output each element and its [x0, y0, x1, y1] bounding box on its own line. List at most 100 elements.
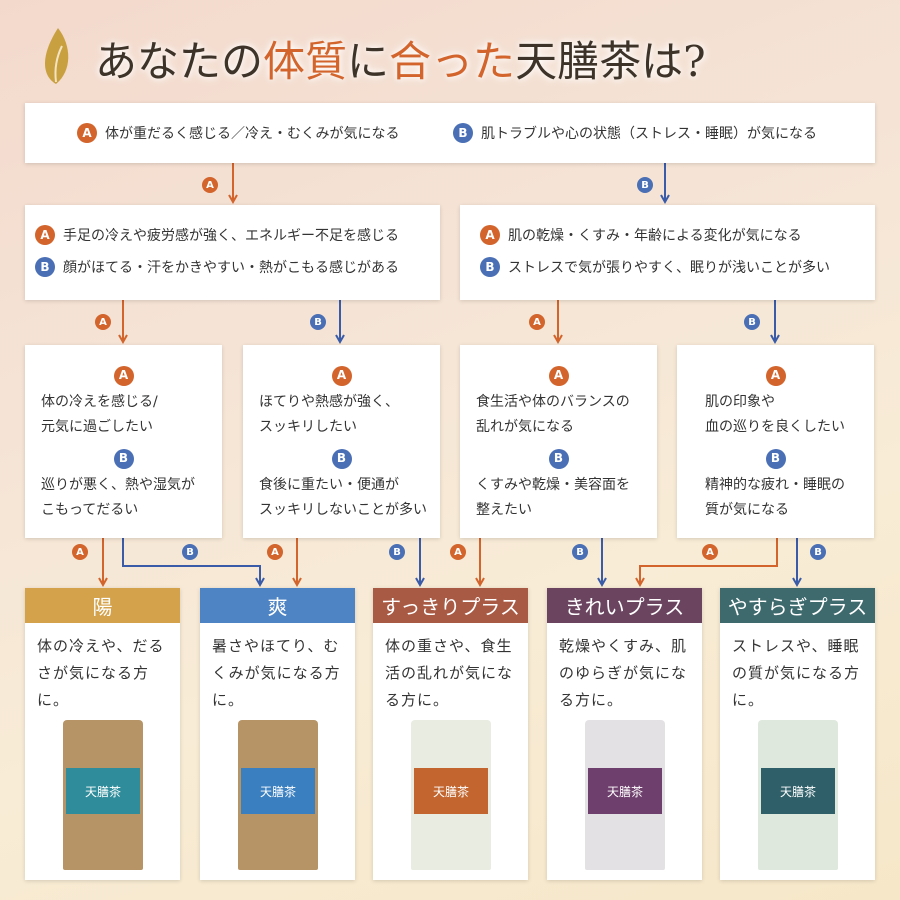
badge-b: B	[35, 257, 55, 277]
option-b[interactable]: B ストレスで気が張りやすく、眠りが浅いことが多い	[480, 257, 875, 277]
page-title: あなたの体質に合った天膳茶は?	[95, 37, 706, 86]
option-text: くすみや乾燥・美容面を	[476, 477, 630, 493]
option-text: ほてりや熱感が強く、	[259, 394, 399, 410]
option-b[interactable]: 精神的な疲れ・睡眠の質が気になる	[687, 473, 864, 523]
arrow-a	[475, 538, 485, 588]
result-description: 乾燥やくすみ、肌のゆらぎが気になる方に。	[559, 637, 688, 709]
option-text: 精神的な疲れ・睡眠の	[705, 477, 845, 493]
arrow-a	[292, 538, 302, 588]
badge-b: B	[480, 257, 500, 277]
question-3-2: A ほてりや熱感が強く、スッキリしたい B 食後に重たい・便通がスッキリしないこ…	[243, 345, 440, 538]
arrow-label-b: B	[389, 544, 405, 560]
option-text: 元気に過ごしたい	[41, 419, 153, 435]
arrow-b	[415, 538, 425, 588]
option-a[interactable]: 体の冷えを感じる/元気に過ごしたい	[35, 390, 212, 440]
arrow-label-a: A	[702, 544, 718, 560]
question-3-3: A 食生活や体のバランスの乱れが気になる B くすみや乾燥・美容面を整えたい	[460, 345, 657, 538]
arrow-b	[122, 538, 265, 588]
result-title: すっきりプラス	[373, 588, 528, 623]
result-title: 陽	[25, 588, 180, 623]
result-card-sukkiri-plus[interactable]: すっきりプラス 体の重さや、食生活の乱れが気になる方に。 天膳茶	[373, 588, 528, 880]
arrow-label-a: A	[72, 544, 88, 560]
option-text: 質が気になる	[705, 502, 789, 518]
arrow-label-a: A	[529, 314, 545, 330]
question-2-right: A 肌の乾燥・くすみ・年齢による変化が気になる B ストレスで気が張りやすく、眠りが…	[460, 205, 875, 300]
result-card-you[interactable]: 陽 体の冷えや、だるさが気になる方に。 天膳茶	[25, 588, 180, 880]
badge-b: B	[113, 448, 134, 469]
badge-b: B	[453, 123, 473, 143]
option-text: こもってだるい	[41, 502, 139, 518]
arrow-a	[635, 538, 778, 588]
badge-b: B	[331, 448, 352, 469]
arrow-label-a: A	[450, 544, 466, 560]
question-3-1: A 体の冷えを感じる/元気に過ごしたい B 巡りが悪く、熱や湿気がこもってだるい	[25, 345, 222, 538]
option-text: 血の巡りを良くしたい	[705, 419, 845, 435]
arrow-b	[335, 300, 345, 345]
option-text: 肌の印象や	[705, 394, 775, 410]
option-a[interactable]: A 肌の乾燥・くすみ・年齢による変化が気になる	[480, 225, 875, 245]
arrow-label-b: B	[572, 544, 588, 560]
product-package-image: 天膳茶	[758, 720, 838, 870]
option-text: 肌トラブルや心の状態（ストレス・睡眠）が気になる	[481, 126, 817, 142]
option-a[interactable]: 食生活や体のバランスの乱れが気になる	[470, 390, 647, 440]
result-title: きれいプラス	[547, 588, 702, 623]
arrow-label-b: B	[637, 177, 653, 193]
option-text: スッキリしたい	[259, 419, 357, 435]
result-description: 暑さやほてり、むくみが気になる方に。	[212, 637, 341, 709]
arrow-b	[660, 163, 670, 205]
arrow-a	[228, 163, 238, 205]
result-title: 爽	[200, 588, 355, 623]
option-text: スッキリしないことが多い	[259, 502, 427, 518]
badge-a: A	[77, 123, 97, 143]
option-text: 巡りが悪く、熱や湿気が	[41, 477, 195, 493]
arrow-label-b: B	[310, 314, 326, 330]
arrow-a	[98, 538, 108, 588]
result-card-kirei-plus[interactable]: きれいプラス 乾燥やくすみ、肌のゆらぎが気になる方に。 天膳茶	[547, 588, 702, 880]
result-description: 体の冷えや、だるさが気になる方に。	[37, 637, 165, 709]
option-b[interactable]: B 肌トラブルや心の状態（ストレス・睡眠）が気になる	[453, 123, 817, 143]
result-card-yasuragi-plus[interactable]: やすらぎプラス ストレスや、睡眠の質が気になる方に。 天膳茶	[720, 588, 875, 880]
option-b[interactable]: B 顔がほてる・汗をかきやすい・熱がこもる感じがある	[35, 257, 440, 277]
arrow-label-a: A	[267, 544, 283, 560]
result-card-sou[interactable]: 爽 暑さやほてり、むくみが気になる方に。 天膳茶	[200, 588, 355, 880]
badge-a: A	[480, 225, 500, 245]
badge-a: A	[113, 365, 134, 386]
arrow-label-b: B	[810, 544, 826, 560]
option-b[interactable]: 巡りが悪く、熱や湿気がこもってだるい	[35, 473, 212, 523]
arrow-b	[792, 538, 802, 588]
result-title: やすらぎプラス	[720, 588, 875, 623]
badge-a: A	[35, 225, 55, 245]
arrow-b	[597, 538, 607, 588]
arrow-label-b: B	[744, 314, 760, 330]
product-package-image: 天膳茶	[238, 720, 318, 870]
option-a[interactable]: ほてりや熱感が強く、スッキリしたい	[253, 390, 430, 440]
badge-b: B	[765, 448, 786, 469]
option-text: 体の冷えを感じる/	[41, 394, 158, 410]
result-description: ストレスや、睡眠の質が気になる方に。	[732, 637, 861, 709]
product-package-image: 天膳茶	[63, 720, 143, 870]
badge-a: A	[331, 365, 352, 386]
option-b[interactable]: 食後に重たい・便通がスッキリしないことが多い	[253, 473, 430, 523]
option-text: 顔がほてる・汗をかきやすい・熱がこもる感じがある	[63, 260, 399, 276]
option-a[interactable]: 肌の印象や血の巡りを良くしたい	[687, 390, 864, 440]
option-text: 肌の乾燥・くすみ・年齢による変化が気になる	[508, 228, 802, 244]
arrow-label-b: B	[182, 544, 198, 560]
badge-a: A	[765, 365, 786, 386]
badge-b: B	[548, 448, 569, 469]
option-text: 整えたい	[476, 502, 532, 518]
arrow-label-a: A	[95, 314, 111, 330]
option-text: ストレスで気が張りやすく、眠りが浅いことが多い	[508, 260, 830, 276]
arrow-a	[553, 300, 563, 345]
option-text: 食後に重たい・便通が	[259, 477, 399, 493]
arrow-b	[770, 300, 780, 345]
arrow-label-a: A	[202, 177, 218, 193]
option-text: 乱れが気になる	[476, 419, 574, 435]
option-b[interactable]: くすみや乾燥・美容面を整えたい	[470, 473, 647, 523]
product-package-image: 天膳茶	[411, 720, 491, 870]
leaf-icon	[45, 28, 69, 84]
